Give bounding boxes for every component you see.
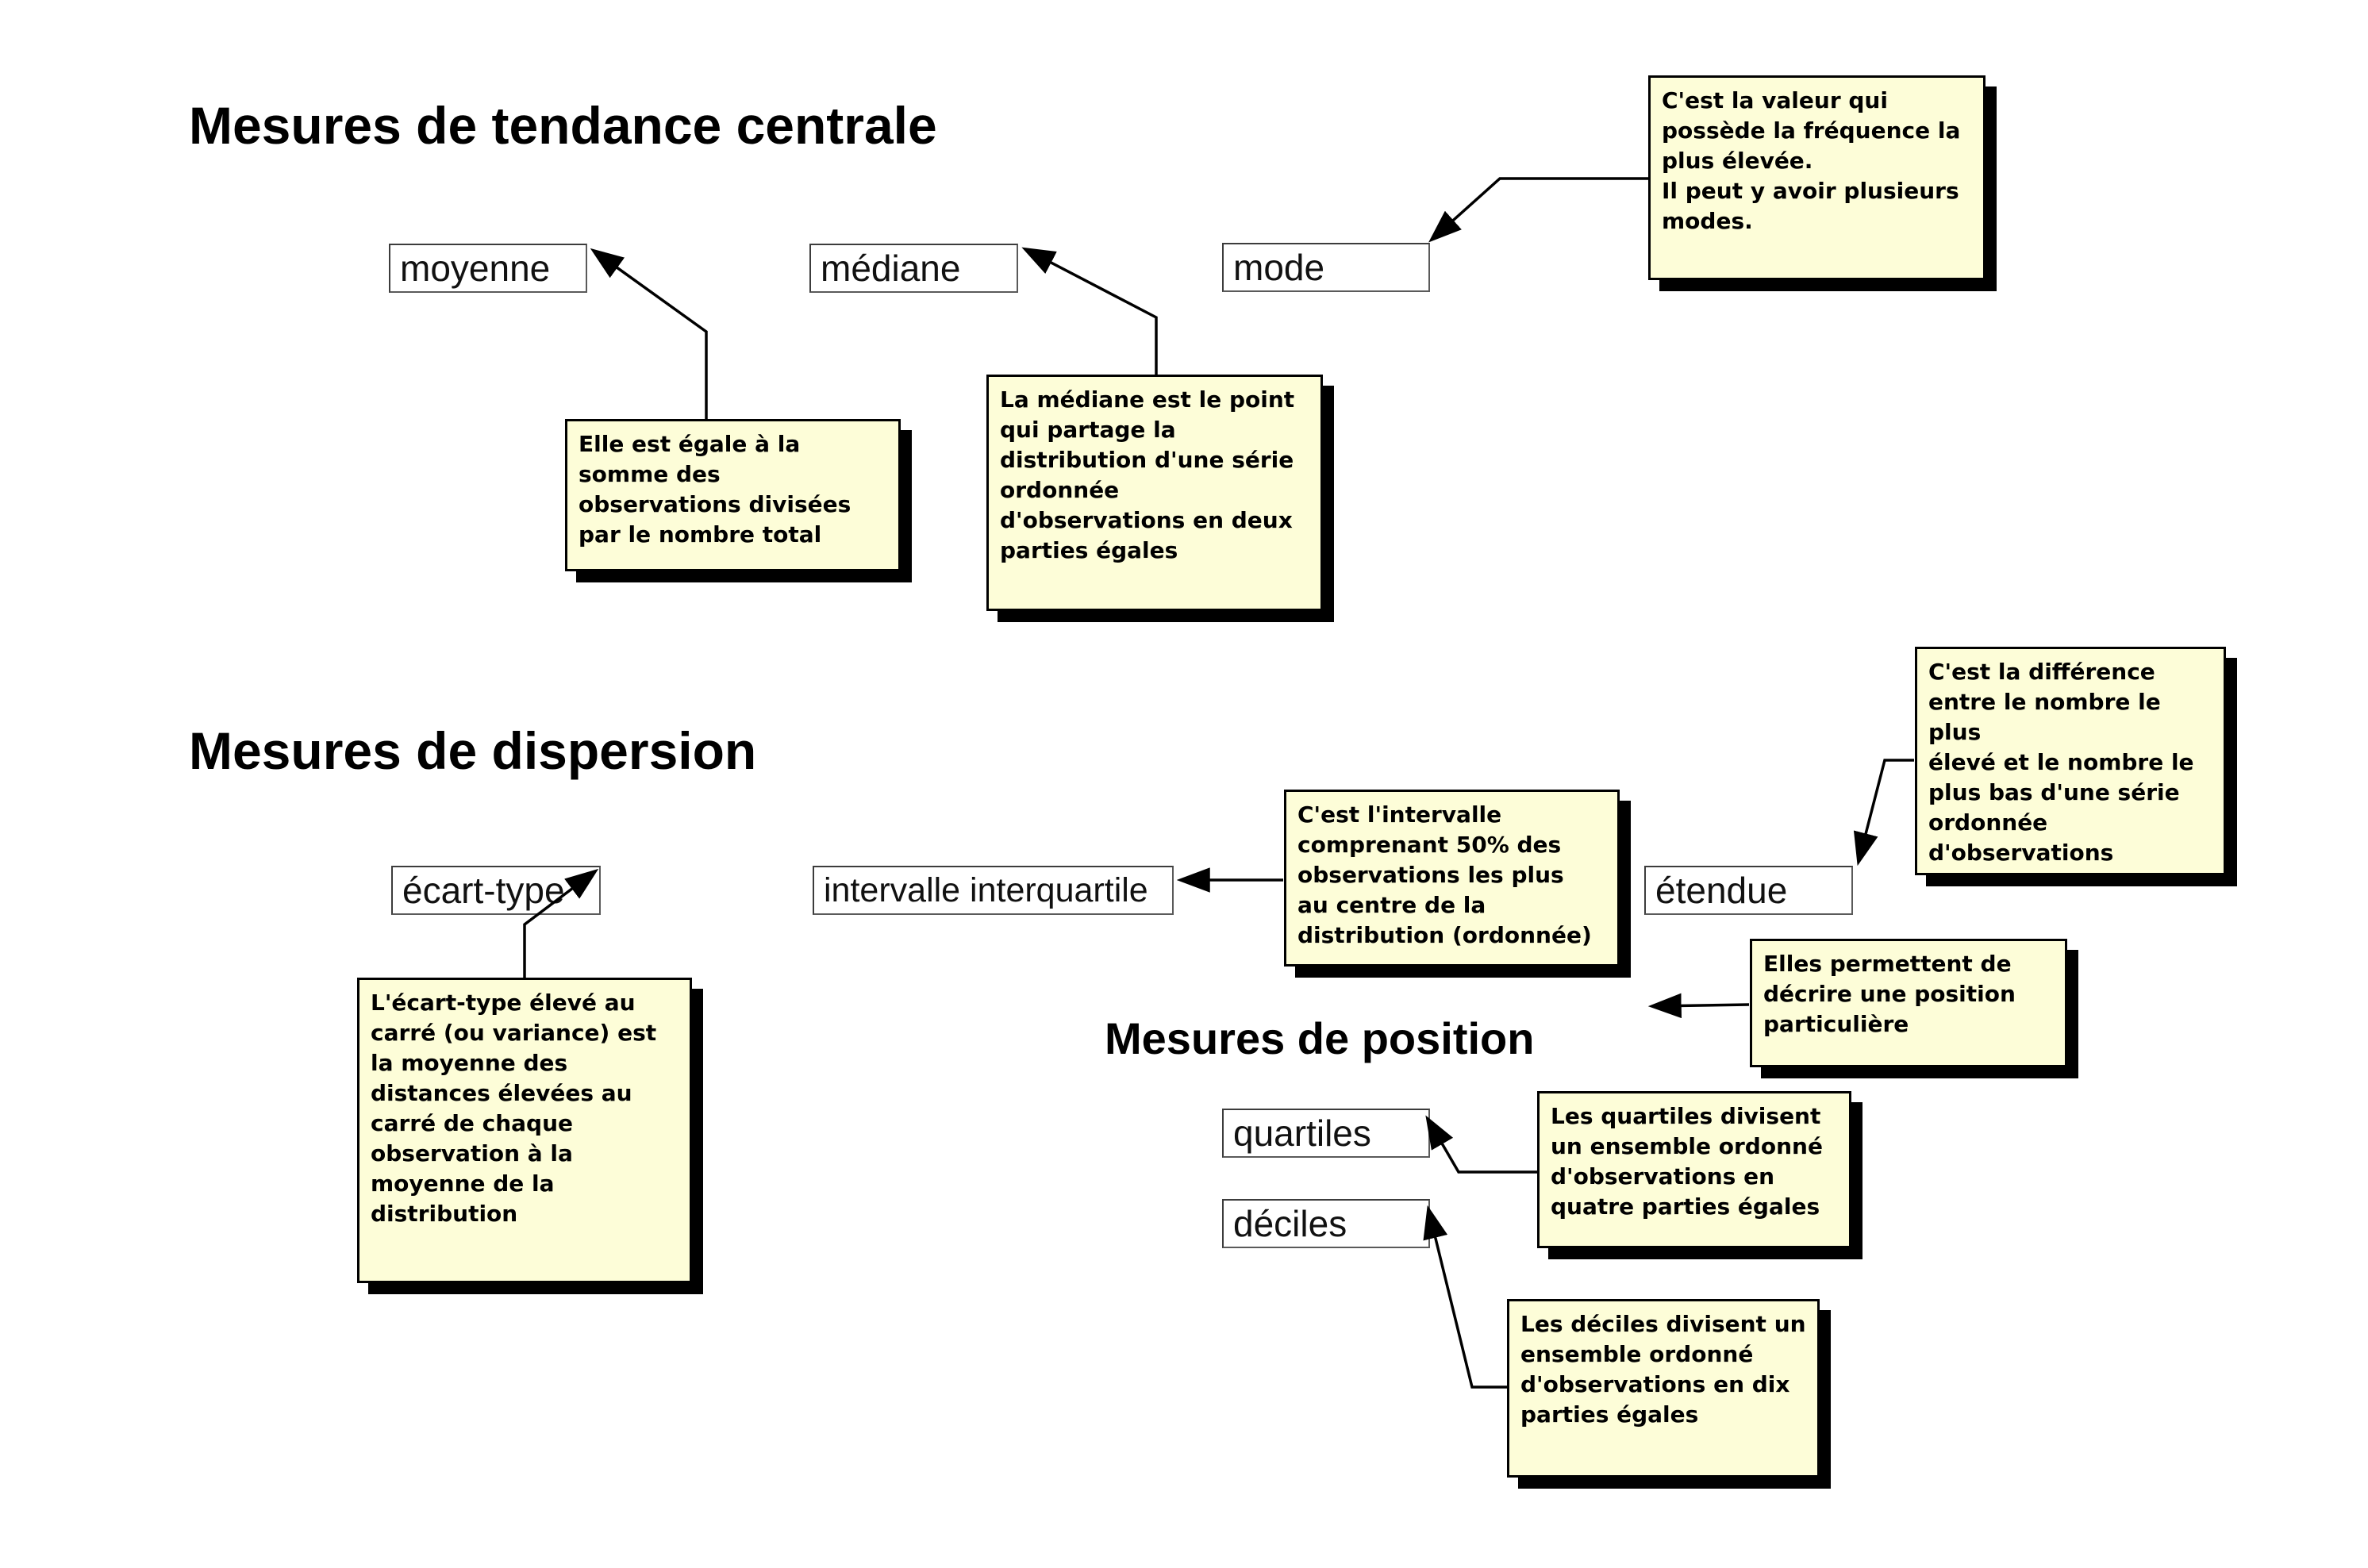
concept-box-etendue: étendue [1644, 866, 1853, 915]
concept-box-deciles: déciles [1222, 1199, 1430, 1248]
arrow-etendue [1853, 759, 1914, 867]
concept-box-mediane: médiane [809, 244, 1018, 293]
note-ecart-type-definition: L'écart-type élevé au carré (ou variance… [357, 978, 692, 1283]
arrow-mediane [1021, 247, 1158, 375]
heading-tendance-centrale: Mesures de tendance centrale [189, 96, 937, 155]
note-position-definition: Elles permettent de décrire une position… [1750, 939, 2067, 1067]
concept-box-mode: mode [1222, 243, 1430, 292]
note-quartiles-definition: Les quartiles divisent un ensemble ordon… [1537, 1091, 1851, 1248]
note-deciles-definition: Les déciles divisent un ensemble ordonné… [1507, 1299, 1820, 1478]
heading-position: Mesures de position [1105, 1013, 1535, 1063]
concept-box-quartiles: quartiles [1222, 1109, 1430, 1158]
note-moyenne-definition: Elle est égale à la somme des observatio… [565, 419, 901, 571]
arrow-moyenne [590, 248, 708, 419]
concept-box-intervalle-interquartile: intervalle interquartile [813, 866, 1174, 915]
heading-dispersion: Mesures de dispersion [189, 721, 757, 780]
arrow-mode [1428, 177, 1648, 243]
note-mediane-definition: La médiane est le point qui partage la d… [986, 375, 1323, 611]
arrow-quartiles [1425, 1115, 1537, 1174]
arrow-deciles [1423, 1205, 1507, 1389]
concept-box-moyenne: moyenne [389, 244, 587, 293]
arrow-position [1647, 993, 1750, 1019]
note-intervalle-definition: C'est l'intervalle comprenant 50% des ob… [1284, 790, 1620, 967]
note-etendue-definition: C'est la différence entre le nombre le p… [1915, 647, 2226, 875]
concept-box-ecart-type: écart-type [391, 866, 601, 915]
note-mode-definition: C'est la valeur qui possède la fréquence… [1648, 75, 1986, 280]
